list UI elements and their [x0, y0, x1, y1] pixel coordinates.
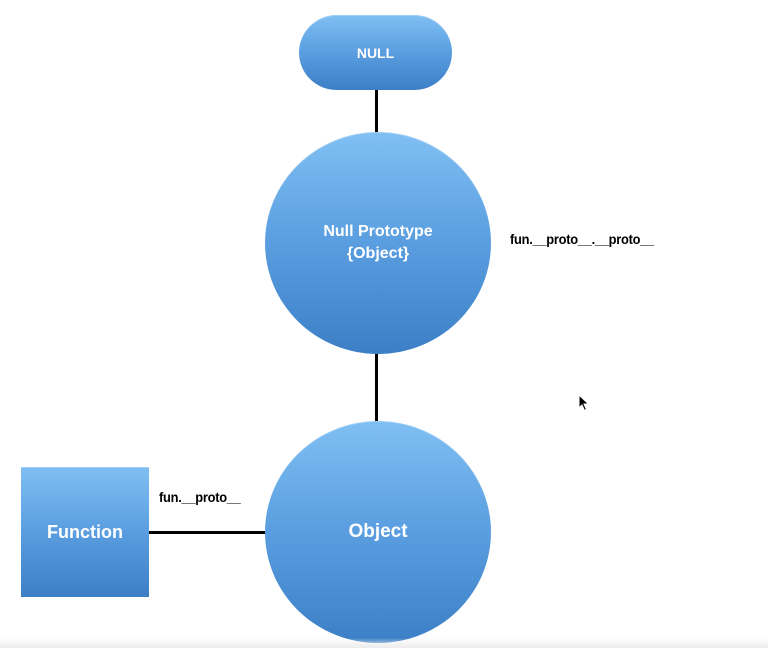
null-node: NULL [299, 15, 452, 90]
connector-null-to-null-prototype [375, 90, 378, 133]
null-prototype-label-line2: {Object} [346, 245, 410, 262]
fun-proto-label: fun.__proto__ [159, 489, 241, 505]
connector-null-prototype-to-object [375, 353, 378, 422]
null-node-label: NULL [356, 44, 395, 61]
object-node-label: Object [348, 521, 408, 542]
null-prototype-node: Null Prototype {Object} [265, 132, 491, 354]
function-node: Function [21, 467, 149, 597]
connector-function-to-object [149, 531, 266, 534]
mouse-pointer-icon [578, 394, 590, 412]
bottom-edge-shade [0, 638, 768, 648]
function-node-label: Function [47, 521, 123, 542]
object-node: Object [265, 421, 491, 643]
proto-chain-label: fun.__proto__.__proto__ [510, 231, 654, 247]
null-prototype-label-line1: Null Prototype [323, 223, 433, 240]
